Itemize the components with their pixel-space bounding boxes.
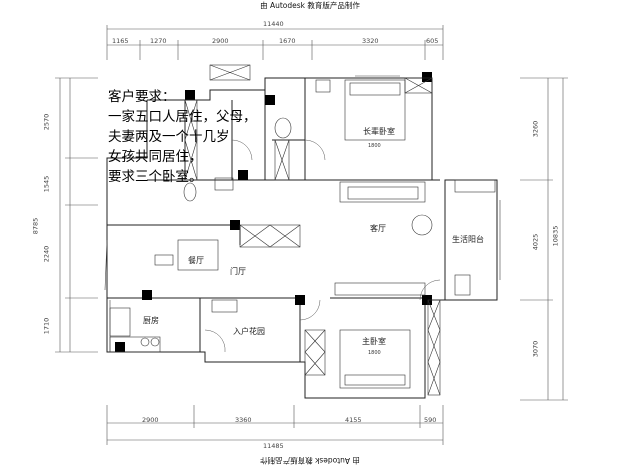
watermark-top: 由 Autodesk 教育版产品制作: [260, 1, 360, 10]
wardrobes: [184, 64, 441, 396]
dim-bottom-seg-3: 4155: [345, 416, 362, 424]
dimension-lines: [55, 25, 568, 445]
room-label-foyer: 门厅: [230, 267, 246, 276]
bed-size-master: 1800: [368, 350, 381, 356]
dim-top-seg-4: 1670: [279, 37, 296, 45]
dim-bottom-seg-1: 2900: [142, 416, 159, 424]
requirements-line-4: 女孩共同居住，: [108, 149, 203, 165]
doors: [204, 139, 441, 353]
dim-top-seg-1: 1165: [112, 37, 129, 45]
bed-size-elder: 1800: [368, 143, 381, 149]
requirements-line-5: 要求三个卧室。: [108, 169, 203, 185]
dim-left-seg-4: 1710: [42, 317, 51, 335]
requirements-line-3: 夫妻两及一个十几岁: [108, 129, 230, 145]
dim-bottom-seg-2: 3360: [235, 416, 252, 424]
room-label-master-bedroom: 主卧室: [362, 337, 386, 346]
room-label-dining-room: 餐厅: [188, 256, 204, 265]
dim-left-seg-3: 2240: [42, 245, 51, 263]
room-label-leisure-balcony: 生活阳台: [452, 235, 484, 244]
dim-right-seg-3: 3070: [531, 340, 540, 358]
dim-top-seg-5: 3320: [362, 37, 379, 45]
beds: [339, 79, 411, 389]
dim-right-seg-1: 3260: [531, 120, 540, 138]
dim-left-seg-2: 1545: [42, 175, 51, 193]
furniture: [109, 79, 496, 353]
windows: [104, 75, 501, 352]
dim-left-total: 8785: [31, 217, 40, 235]
room-label-elder-bedroom: 长辈卧室: [363, 127, 395, 136]
dim-right-seg-2: 4025: [531, 233, 540, 251]
dim-top-seg-6: 605: [426, 37, 439, 45]
dim-left-seg-1: 2570: [42, 113, 51, 131]
room-label-living-room: 客厅: [370, 224, 386, 233]
requirements-line-1: 客户要求：: [108, 89, 176, 105]
dim-top-seg-3: 2900: [212, 37, 229, 45]
room-label-entry-garden: 入户花园: [233, 327, 265, 336]
dim-bottom-seg-4: 590: [424, 416, 437, 424]
dim-top-seg-2: 1270: [150, 37, 167, 45]
dim-top-total: 11440: [263, 20, 284, 28]
dim-right-total: 10835: [551, 225, 560, 247]
dim-bottom-total: 11485: [263, 442, 284, 450]
columns: [115, 72, 432, 352]
requirements-line-2: 一家五口人居住，父母，: [108, 109, 257, 125]
room-label-kitchen: 厨房: [143, 316, 159, 325]
